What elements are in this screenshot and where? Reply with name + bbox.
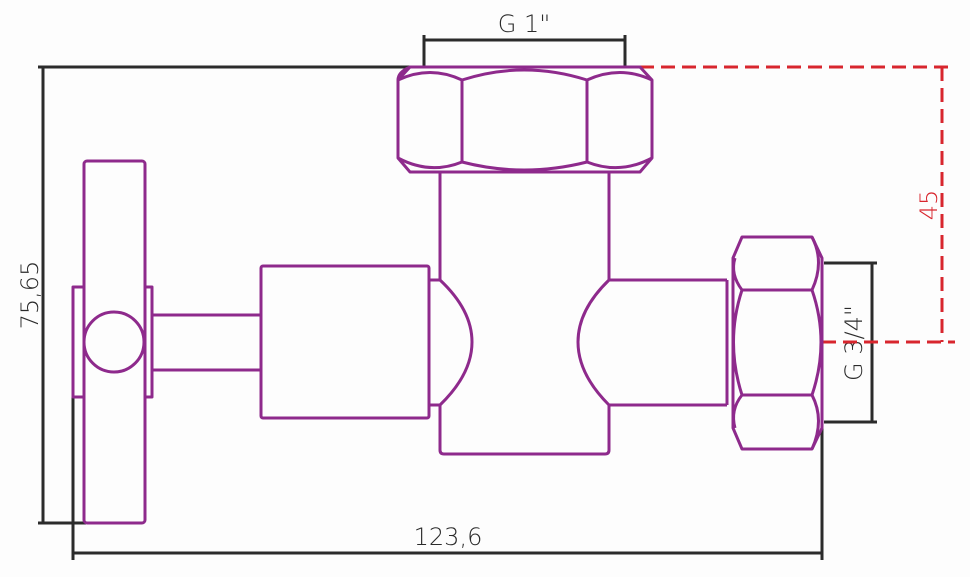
dimension-overall-width: 123,6 (71, 397, 824, 560)
dimension-top-thread: G 1" (422, 10, 627, 67)
overall-height-label: 75,65 (16, 261, 44, 330)
axis-offset-label: 45 (915, 190, 943, 221)
dimension-axis-offset: 45 (640, 65, 955, 344)
top-hex-nut (396, 65, 654, 174)
bonnet (259, 264, 431, 420)
top-thread-label: G 1" (498, 10, 551, 38)
overall-width-label: 123,6 (414, 523, 483, 551)
stem (152, 313, 261, 372)
outlet-pipe (609, 278, 735, 407)
side-hex-nut (731, 235, 824, 451)
dimension-overall-height: 75,65 (16, 65, 410, 525)
cross-handle (71, 159, 154, 525)
valve-body (430, 172, 611, 456)
